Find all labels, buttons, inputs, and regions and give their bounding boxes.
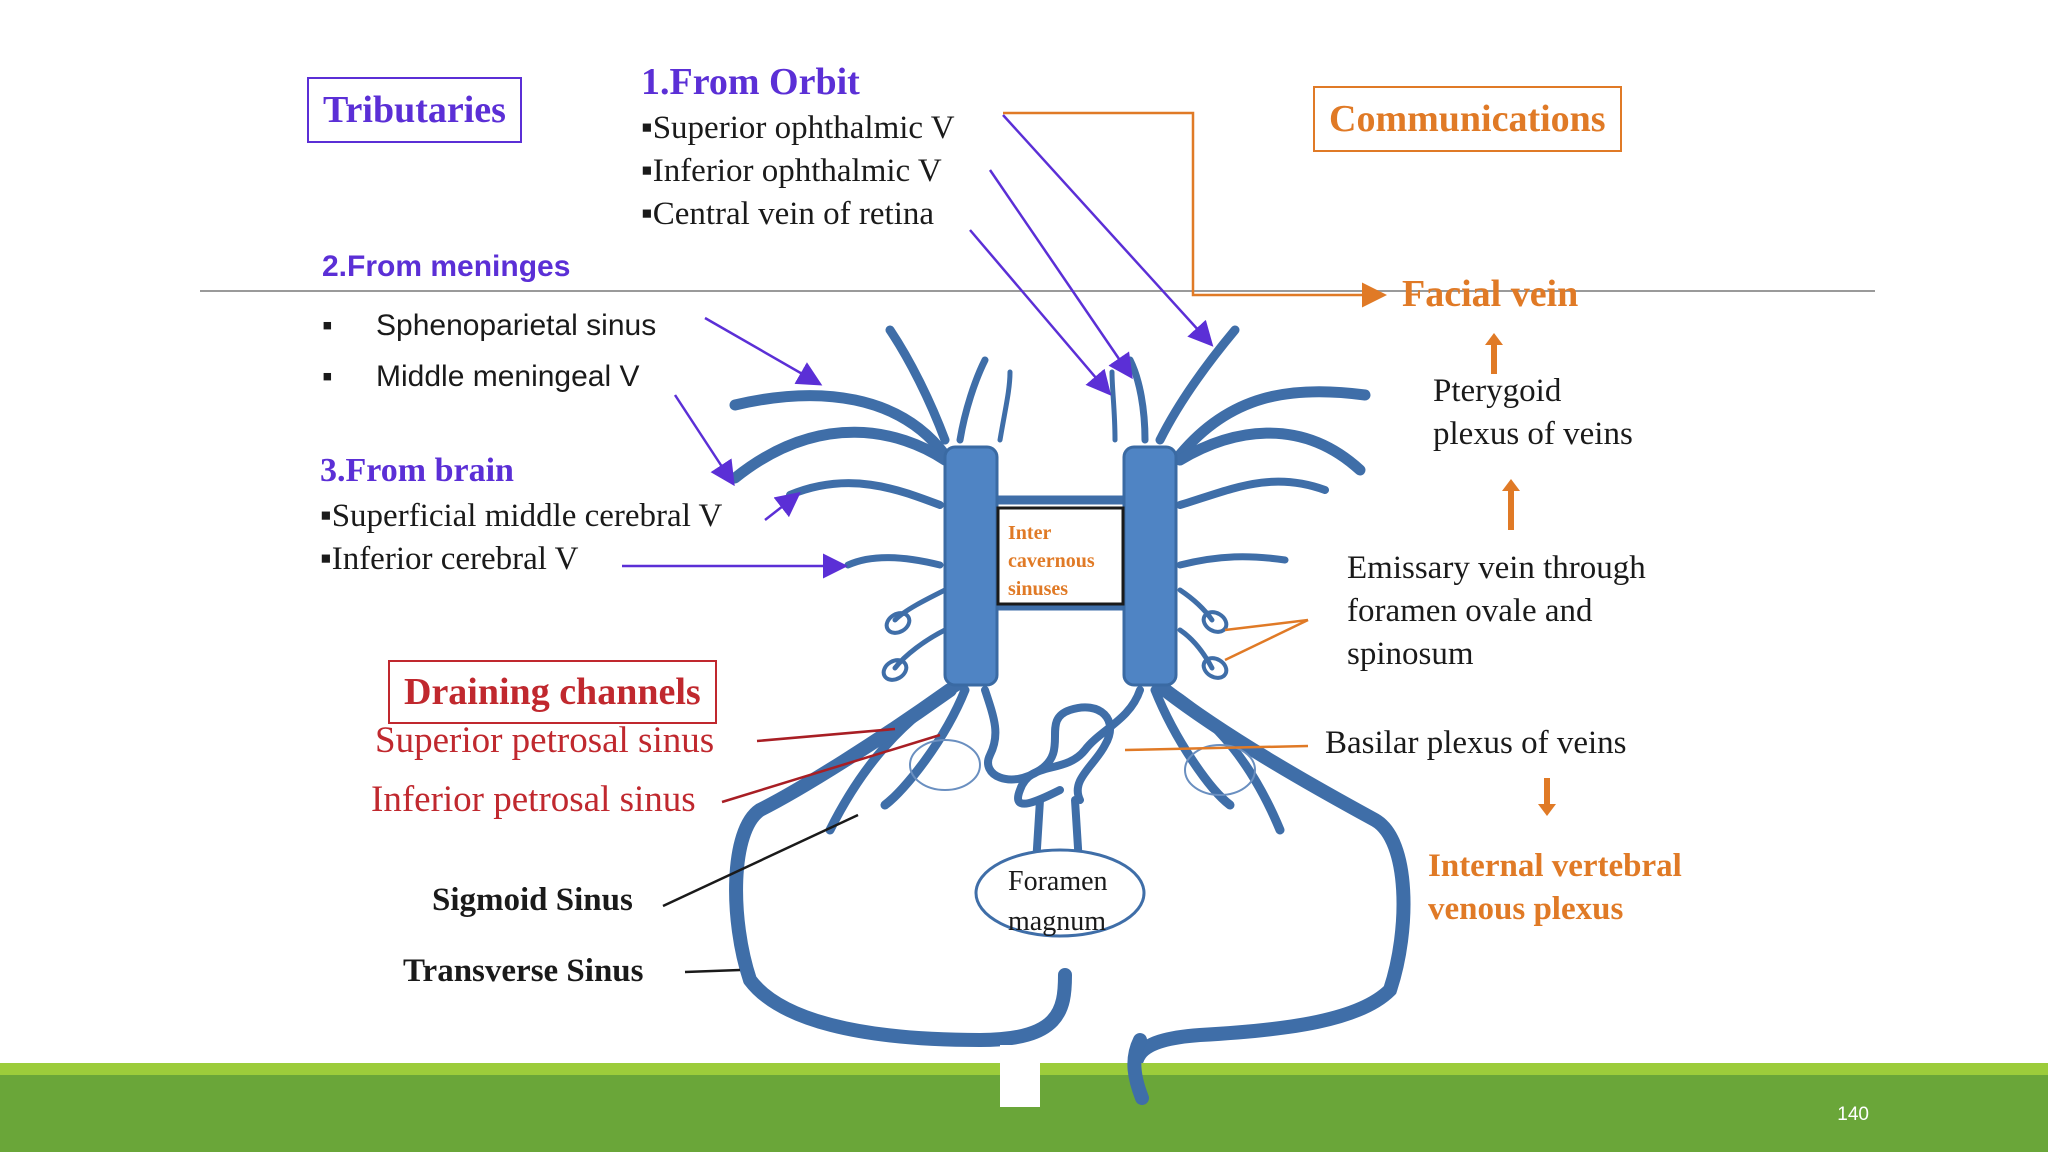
from-brain-heading: 3.From brain xyxy=(320,452,514,489)
emissary-line-2: foramen ovale and xyxy=(1347,593,1593,629)
basilar-plexus-label: Basilar plexus of veins xyxy=(1325,725,1627,761)
from-meninges-heading: 2.From meninges xyxy=(322,250,571,283)
emissary-line-3: spinosum xyxy=(1347,636,1474,672)
inferior-petrosal-label: Inferior petrosal sinus xyxy=(371,779,696,820)
jugular-foramen-right xyxy=(1184,744,1256,796)
superficial-middle-cerebral-item: ▪Superficial middle cerebral V xyxy=(320,498,723,534)
vein-branch-right-2 xyxy=(1126,356,1149,444)
vein-branch-left-1 xyxy=(885,325,950,445)
inferior-cerebral-item: ▪Inferior cerebral V xyxy=(320,541,579,577)
vein-branch-left-3 xyxy=(997,369,1013,443)
from-orbit-heading: 1.From Orbit xyxy=(641,61,860,103)
sphenoparietal-vein-left xyxy=(729,390,951,461)
internal-vertebral-line-1: Internal vertebral xyxy=(1428,848,1682,884)
jugular-vein-stub-left xyxy=(1000,1045,1040,1107)
orange-flow-arrows xyxy=(1485,333,1556,816)
intercavernous-label: Inter cavernous sinuses xyxy=(1008,519,1095,603)
emissary-loop-left-1 xyxy=(884,611,912,635)
basilar-plexus-2 xyxy=(1014,686,1144,808)
emissary-left-1 xyxy=(892,587,948,623)
superior-petrosal-label: Superior petrosal sinus xyxy=(375,720,715,761)
arrow-superficial-middle-cerebral xyxy=(764,491,801,521)
transverse-pointer xyxy=(684,968,741,974)
draining-title-box: Draining channels xyxy=(388,660,717,724)
arrow-superior-ophthalmic xyxy=(1002,114,1214,347)
superior-petrosal-pointer xyxy=(756,727,896,743)
tributaries-title-box: Tributaries xyxy=(307,77,522,143)
inferior-petrosal-left xyxy=(880,685,970,810)
from-meninges-list: ▪ Sphenoparietal sinus ▪ Middle meningeal … xyxy=(322,300,656,402)
jugular-foramen-left xyxy=(909,739,981,791)
communications-title: Communications xyxy=(1329,98,1606,140)
middle-meningeal-item: ▪ Middle meningeal V xyxy=(322,351,656,402)
middle-meningeal-vein-right xyxy=(1174,427,1366,476)
arrow-inferior-ophthalmic xyxy=(988,169,1133,380)
foramen-magnum-label: Foramen magnum xyxy=(1008,862,1108,942)
internal-vertebral-label: Internal vertebral venous plexus xyxy=(1428,845,1682,931)
arrow-central-retina xyxy=(969,229,1112,396)
tributaries-title: Tributaries xyxy=(323,89,506,131)
inferior-petrosal-pointer xyxy=(721,733,941,804)
inferior-petrosal-right xyxy=(1150,685,1235,810)
sphenoparietal-item: ▪ Sphenoparietal sinus xyxy=(322,300,656,351)
vein-branch-right-1 xyxy=(1155,325,1240,445)
arrow-sphenoparietal xyxy=(704,316,823,386)
superficial-middle-cerebral-vein-left xyxy=(786,479,944,509)
pterygoid-line-1: Pterygoid xyxy=(1433,373,1562,409)
intercavernous-line-2: cavernous xyxy=(1008,550,1095,572)
draining-title: Draining channels xyxy=(404,671,701,713)
bullet-icon: ▪ xyxy=(322,360,333,393)
basilar-plexus-pointer xyxy=(1124,744,1309,752)
tributary-arrows xyxy=(622,114,1214,579)
foramen-magnum-ellipse xyxy=(974,848,1146,938)
bullet-icon: ▪ xyxy=(322,309,333,342)
communication-lines xyxy=(1003,111,1387,752)
superior-ophthalmic-item: ▪Superior ophthalmic V xyxy=(641,110,955,146)
sigmoid-label: Sigmoid Sinus xyxy=(432,882,633,918)
inferior-cerebral-vein-right xyxy=(1176,553,1289,569)
middle-meningeal-vein-left xyxy=(729,426,951,484)
foramen-line-1: Foramen xyxy=(1008,866,1108,897)
emissary-label: Emissary vein through foramen ovale and … xyxy=(1347,547,1646,676)
emissary-left-2 xyxy=(892,627,948,671)
emissary-loop-right-1 xyxy=(1201,610,1229,634)
sphenoparietal-label: Sphenoparietal sinus xyxy=(376,309,657,342)
middle-meningeal-label: Middle meningeal V xyxy=(376,360,640,393)
sigmoid-transverse-left xyxy=(729,683,1072,1048)
facial-vein-label: Facial vein xyxy=(1402,273,1579,315)
emissary-loop-right-2 xyxy=(1201,656,1229,680)
sigmoid-pointer xyxy=(662,813,859,908)
intercavernous-line-3: sinuses xyxy=(1008,578,1069,600)
emissary-right-2 xyxy=(1177,627,1215,671)
page-number: 140 xyxy=(1837,1104,1869,1125)
inferior-ophthalmic-item: ▪Inferior ophthalmic V xyxy=(641,153,942,189)
emissary-line-1: Emissary vein through xyxy=(1347,550,1646,586)
pterygoid-label: Pterygoid plexus of veins xyxy=(1433,370,1633,456)
transverse-label: Transverse Sinus xyxy=(403,953,644,989)
orbit-to-facial-line xyxy=(1003,111,1387,308)
superficial-middle-cerebral-vein-right xyxy=(1176,477,1329,509)
vein-branch-left-2 xyxy=(956,356,989,444)
inferior-cerebral-vein-left xyxy=(844,554,944,569)
sinus-lines xyxy=(662,813,859,974)
emissary-loop-left-2 xyxy=(881,658,909,682)
foramen-line-2: magnum xyxy=(1008,906,1106,937)
intercavernous-line-1: Inter xyxy=(1008,522,1052,544)
internal-vertebral-line-2: venous plexus xyxy=(1428,891,1624,927)
draining-lines xyxy=(721,727,941,804)
from-brain-list: ▪Superficial middle cerebral V ▪Inferior… xyxy=(320,495,722,581)
emissary-right-1 xyxy=(1177,587,1215,623)
pterygoid-line-2: plexus of veins xyxy=(1433,416,1633,452)
central-retina-item: ▪Central vein of retina xyxy=(641,196,935,232)
basilar-plexus-1 xyxy=(981,686,1114,804)
communications-title-box: Communications xyxy=(1313,86,1622,152)
from-orbit-list: ▪Superior ophthalmic V ▪Inferior ophthal… xyxy=(641,107,955,236)
intercavernous-box xyxy=(996,506,1125,606)
sigmoid-transverse-right xyxy=(1128,683,1411,1102)
arrow-middle-meningeal xyxy=(673,394,735,487)
sphenoparietal-vein-right xyxy=(1174,386,1371,461)
